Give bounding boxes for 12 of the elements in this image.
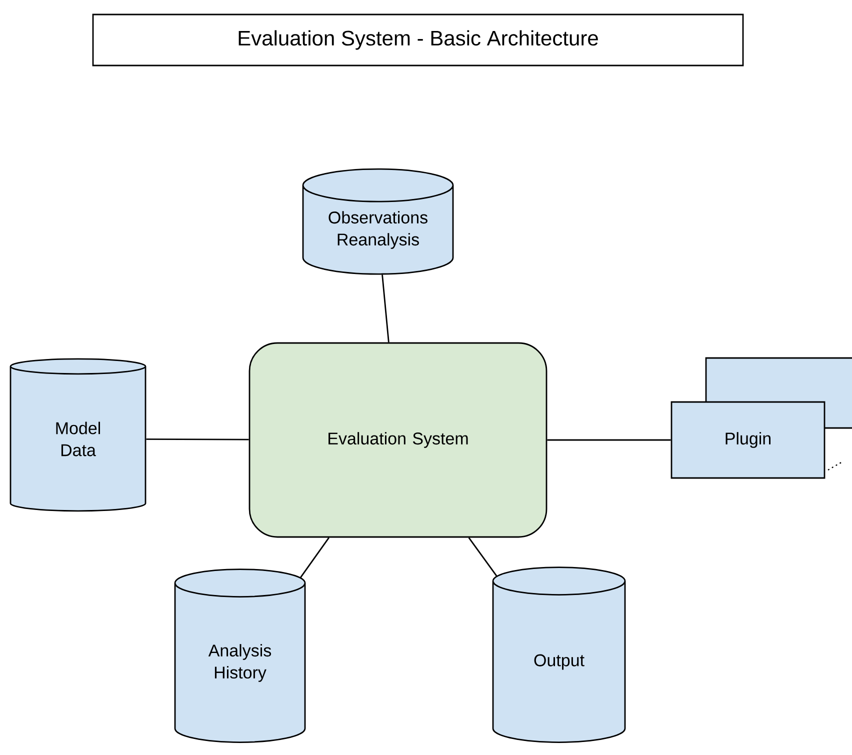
title-box: Evaluation System - Basic Architecture: [92, 14, 744, 66]
plugin-box: Plugin: [670, 401, 826, 479]
connector-line: [468, 537, 498, 576]
database-cylinder: Observations Reanalysis: [302, 168, 454, 275]
database-cylinder: Output: [492, 566, 626, 743]
connector-line: [300, 537, 330, 578]
connector-line: [146, 438, 249, 440]
database-cylinder: Model Data: [10, 358, 146, 512]
system-box: Evaluation System: [248, 342, 548, 538]
database-cylinder: Analysis History: [174, 568, 306, 743]
connector-line: [382, 274, 390, 342]
connector-line: [547, 439, 671, 441]
